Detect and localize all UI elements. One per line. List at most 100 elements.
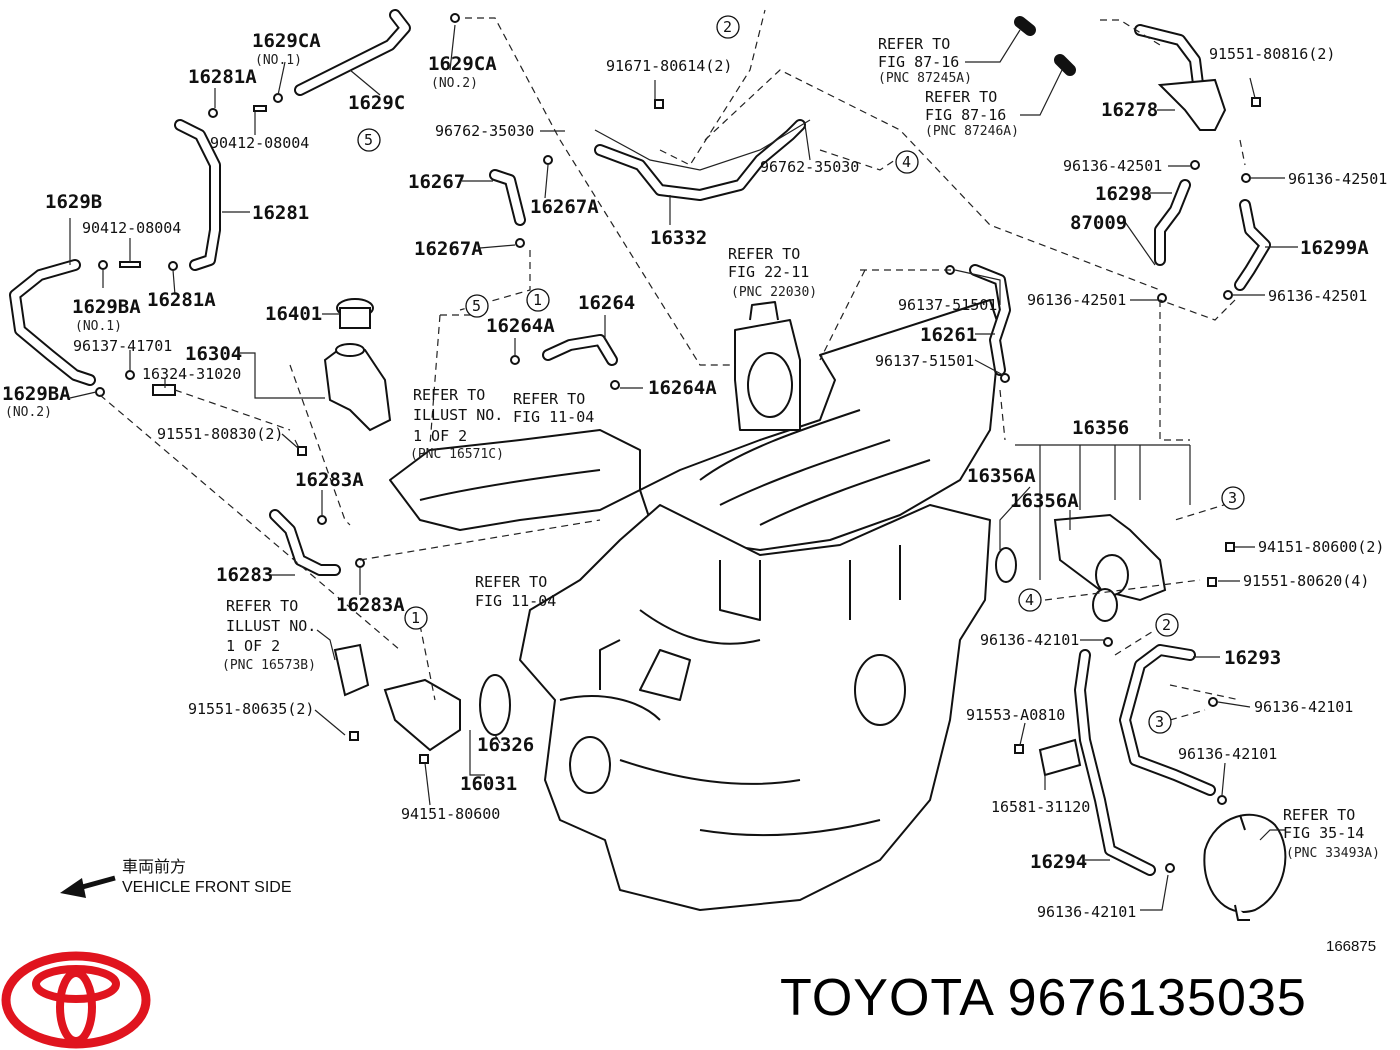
- callout-96136-42501-b: 96136-42501: [1288, 170, 1387, 188]
- callout-16304: 16304: [185, 343, 242, 365]
- callout-16267A-low: 16267A: [414, 238, 483, 260]
- callout-16267A-mid: 16267A: [530, 196, 599, 218]
- svg-text:5: 5: [364, 131, 373, 149]
- part-callouts: 1629CA (NO.1) 1629CA (NO.2) 16281A 1629C…: [2, 30, 1387, 921]
- callout-16267: 16267: [408, 171, 465, 193]
- callout-96136-42101-c: 96136-42101: [1178, 745, 1277, 763]
- toyota-logo-icon: [1, 951, 151, 1049]
- svg-text:1: 1: [411, 609, 420, 627]
- callout-16581-31120: 16581-31120: [991, 798, 1090, 816]
- callout-16299A: 16299A: [1300, 237, 1369, 259]
- callout-91551-80635: 91551-80635(2): [188, 700, 314, 718]
- svg-text:REFER TO: REFER TO: [475, 573, 547, 591]
- callout-94151-80600-2: 94151-80600(2): [1258, 538, 1384, 556]
- callout-16298: 16298: [1095, 183, 1152, 205]
- callout-94151-80600: 94151-80600: [401, 805, 500, 823]
- svg-text:REFER TO: REFER TO: [513, 390, 585, 408]
- svg-text:FIG 11-04: FIG 11-04: [513, 408, 594, 426]
- vehicle-front-note: 車両前方 VEHICLE FRONT SIDE: [122, 858, 292, 898]
- vehicle-front-arrow-icon: [60, 875, 116, 898]
- svg-text:5: 5: [472, 297, 481, 315]
- refer-fig-11-04-low: REFER TO FIG 11-04: [475, 573, 556, 610]
- callout-91551-80816: 91551-80816(2): [1209, 45, 1335, 63]
- callout-16401: 16401: [265, 303, 322, 325]
- footer-brand: TOYOTA: [780, 969, 993, 1027]
- refer-fig-87-16-b: REFER TO FIG 87-16 (PNC 87246A): [925, 88, 1019, 139]
- diagram-number: 166875: [1326, 938, 1377, 955]
- front-note-jp: 車両前方: [122, 859, 187, 876]
- callout-96762-35030-right: 96762-35030: [760, 158, 859, 176]
- svg-text:2: 2: [1162, 616, 1171, 634]
- marker-1b: 1: [404, 606, 428, 630]
- callout-1629C: 1629C: [348, 92, 405, 114]
- callout-16281A-mid: 16281A: [147, 289, 216, 311]
- callout-16326: 16326: [477, 734, 534, 756]
- svg-text:REFER TO: REFER TO: [1283, 806, 1355, 824]
- callout-16281A-top: 16281A: [188, 66, 257, 88]
- circle-markers: 1 1 2 2 3 3 4 4 5 5: [357, 15, 1245, 734]
- callout-16283A-top: 16283A: [295, 469, 364, 491]
- refer-illust-16571c: REFER TO ILLUST NO. 1 OF 2 (PNC 16571C): [410, 386, 504, 462]
- svg-text:REFER TO: REFER TO: [925, 88, 997, 106]
- svg-text:(PNC 87245A): (PNC 87245A): [878, 71, 972, 86]
- callout-16332: 16332: [650, 227, 707, 249]
- callout-91671-80614: 91671-80614(2): [606, 57, 732, 75]
- callout-90412-08004-mid: 90412-08004: [82, 219, 181, 237]
- callout-91553-A0810: 91553-A0810: [966, 706, 1065, 724]
- callout-96137-51501-low: 96137-51501: [875, 352, 974, 370]
- callout-90412-08004-top: 90412-08004: [210, 134, 309, 152]
- svg-text:REFER TO: REFER TO: [226, 597, 298, 615]
- callout-1629CA-no1: 1629CA: [252, 30, 321, 52]
- svg-text:4: 4: [902, 153, 911, 171]
- svg-text:FIG 87-16: FIG 87-16: [925, 106, 1006, 124]
- marker-5b: 5: [465, 294, 489, 318]
- callout-1629CA-no2-sub: (NO.2): [431, 76, 478, 91]
- svg-text:3: 3: [1228, 489, 1237, 507]
- svg-text:3: 3: [1155, 713, 1164, 731]
- svg-text:(PNC 87246A): (PNC 87246A): [925, 124, 1019, 139]
- marker-3a: 3: [1221, 486, 1245, 510]
- svg-text:(PNC 16571C): (PNC 16571C): [410, 447, 504, 462]
- callout-96136-42501-d: 96136-42501: [1268, 287, 1367, 305]
- svg-text:FIG 35-14: FIG 35-14: [1283, 824, 1364, 842]
- marker-5a: 5: [357, 128, 381, 152]
- callout-91551-80620: 91551-80620(4): [1243, 572, 1369, 590]
- svg-text:(PNC 33493A): (PNC 33493A): [1286, 846, 1380, 861]
- hoses: [9, 9, 1271, 876]
- svg-text:1 OF 2: 1 OF 2: [226, 637, 280, 655]
- callout-16261: 16261: [920, 324, 977, 346]
- callout-96137-41701: 96137-41701: [73, 337, 172, 355]
- callout-91551-80830: 91551-80830(2): [157, 425, 283, 443]
- callout-96136-42101-d: 96136-42101: [1037, 903, 1136, 921]
- callout-16293: 16293: [1224, 647, 1281, 669]
- callout-87009: 87009: [1070, 212, 1127, 234]
- marker-3b: 3: [1148, 710, 1172, 734]
- svg-text:FIG 87-16: FIG 87-16: [878, 53, 959, 71]
- svg-text:REFER TO: REFER TO: [878, 35, 950, 53]
- callout-16264: 16264: [578, 292, 635, 314]
- callout-1629BA-no1: 1629BA: [72, 296, 141, 318]
- svg-text:1 OF 2: 1 OF 2: [413, 427, 467, 445]
- callout-16356A-a: 16356A: [967, 465, 1036, 487]
- svg-text:REFER TO: REFER TO: [413, 386, 485, 404]
- marker-2b: 2: [1155, 613, 1179, 637]
- callout-16294: 16294: [1030, 851, 1087, 873]
- callout-1629BA-no2-sub: (NO.2): [5, 405, 52, 420]
- svg-text:4: 4: [1025, 591, 1034, 609]
- footer-title: TOYOTA 9676135035: [780, 968, 1307, 1028]
- callout-16264A-top: 16264A: [486, 315, 555, 337]
- marker-2a: 2: [716, 15, 740, 39]
- svg-text:2: 2: [723, 18, 732, 36]
- callout-96137-51501-top: 96137-51501: [898, 296, 997, 314]
- svg-text:FIG 22-11: FIG 22-11: [728, 263, 809, 281]
- callout-16281: 16281: [252, 202, 309, 224]
- refer-fig-87-16-a: REFER TO FIG 87-16 (PNC 87245A): [878, 35, 972, 86]
- routing-lines: [99, 9, 1246, 721]
- callout-96136-42101-b: 96136-42101: [1254, 698, 1353, 716]
- callout-1629B: 1629B: [45, 191, 102, 213]
- callout-16356A-b: 16356A: [1010, 490, 1079, 512]
- callout-96762-35030-left: 96762-35030: [435, 122, 534, 140]
- callout-16283: 16283: [216, 564, 273, 586]
- callout-1629CA-no2: 1629CA: [428, 53, 497, 75]
- callout-1629CA-no1-sub: (NO.1): [255, 53, 302, 68]
